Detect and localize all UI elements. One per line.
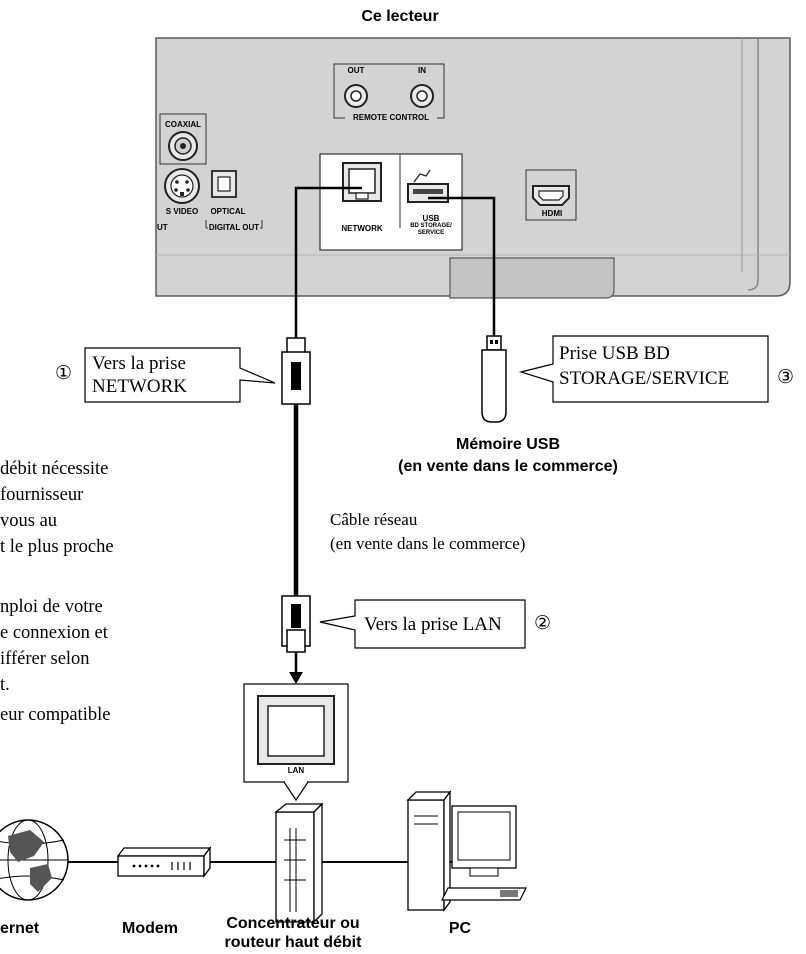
page-title: Ce lecteur: [361, 8, 439, 25]
out-fragment-label: UT: [157, 223, 168, 232]
hub-lan-pointer: [282, 781, 310, 802]
s-video-label: S VIDEO: [165, 207, 199, 216]
remote-in-label: IN: [418, 66, 426, 75]
cable-label-1: Câble réseau: [330, 510, 418, 529]
globe-icon: [0, 819, 69, 901]
callout-lan-box: [319, 599, 526, 649]
side-text-2: fournisseur: [0, 485, 84, 505]
hub-lan-label: LAN: [287, 766, 305, 775]
pc-label: PC: [448, 920, 472, 937]
usb-memory-label-2: (en vente dans le commerce): [398, 458, 618, 475]
side-text-4: t le plus proche: [0, 537, 114, 557]
callout-usb-box: [518, 335, 769, 403]
internet-label: ernet: [0, 920, 40, 937]
hdmi-jack: [525, 169, 577, 221]
modem-icon: [116, 846, 212, 878]
side-text-5: nploi de votre: [0, 597, 103, 617]
modem-label: Modem: [122, 920, 178, 937]
callout-network-box: [84, 347, 276, 403]
player-rear-panel: [155, 37, 791, 299]
hub-icon: [274, 802, 324, 924]
side-text-1: débit nécessite: [0, 459, 109, 479]
callout-lan-text: Vers la prise LAN: [364, 614, 502, 635]
side-text-6: e connexion et: [0, 623, 108, 643]
callout-number-1: ①: [55, 363, 73, 384]
hdmi-label: HDMI: [541, 209, 563, 218]
network-label: NETWORK: [334, 224, 390, 233]
usb-label-1: USB: [422, 214, 440, 223]
hub-lan-port: [243, 683, 349, 783]
s-video-jack: [164, 168, 200, 204]
callout-network-line1: Vers la prise: [92, 353, 186, 374]
callout-number-2: ②: [534, 613, 552, 634]
hub-label-2: routeur haut débit: [224, 934, 362, 951]
remote-control-label: REMOTE CONTROL: [345, 113, 437, 122]
coaxial-label: COAXIAL: [165, 120, 201, 129]
hub-label-1: Concentrateur ou: [226, 915, 360, 932]
side-text-3: vous au: [0, 511, 58, 531]
usb-label-3: SERVICE: [417, 230, 445, 236]
network-cable: [281, 186, 362, 684]
callout-number-3: ③: [777, 367, 795, 388]
devices-row: [0, 790, 527, 924]
callout-network-line2: NETWORK: [92, 376, 187, 397]
side-text-8: t.: [0, 675, 10, 695]
side-text-9: eur compatible: [0, 705, 111, 725]
cable-label-2: (en vente dans le commerce): [330, 534, 526, 553]
remote-out-label: OUT: [347, 66, 365, 75]
optical-jack: [205, 170, 263, 229]
pc-icon: [406, 790, 527, 912]
digital-out-label: DIGITAL OUT: [208, 223, 260, 232]
usb-label-2: BD STORAGE/: [410, 223, 452, 229]
optical-label: OPTICAL: [210, 207, 246, 216]
usb-cable: [428, 196, 507, 423]
side-text-7: ifférer selon: [0, 649, 90, 669]
callout-usb-line1: Prise USB BD: [559, 343, 670, 364]
remote-control-jacks: [333, 63, 445, 119]
usb-memory-label-1: Mémoire USB: [455, 436, 561, 453]
callout-usb-line2: STORAGE/SERVICE: [559, 368, 730, 389]
coaxial-jack: [159, 113, 207, 165]
